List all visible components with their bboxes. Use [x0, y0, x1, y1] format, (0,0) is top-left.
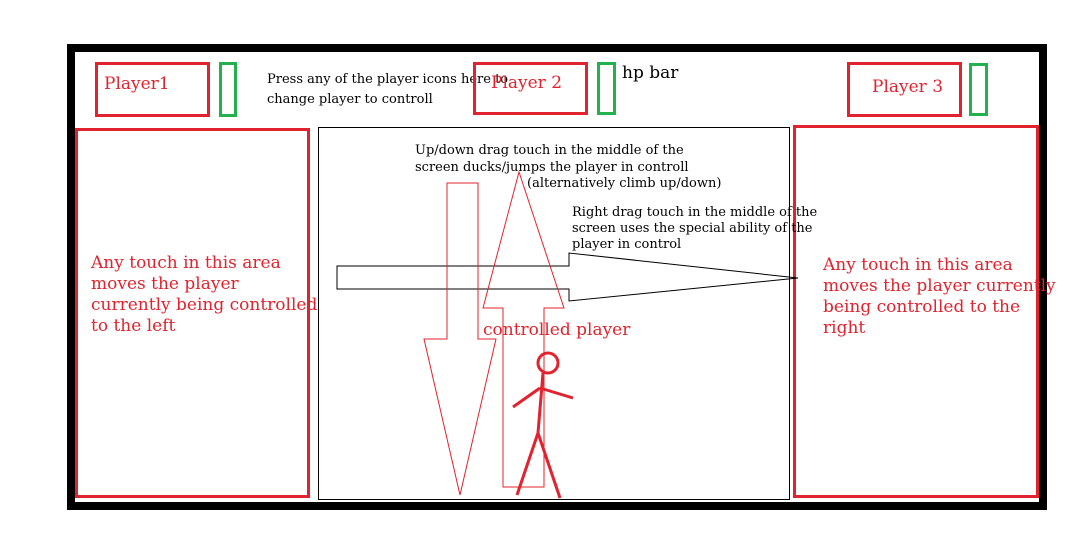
controlled-player-label: controlled player: [483, 320, 631, 340]
left-zone-text-line4: to the left: [91, 316, 176, 336]
player2-button[interactable]: [473, 62, 588, 115]
right-drag-instruction-line1: Right drag touch in the middle of the: [572, 205, 818, 220]
down-drag-arrow: [423, 182, 497, 496]
right-touch-zone[interactable]: [793, 125, 1039, 498]
right-zone-text-line2: moves the player currently: [823, 276, 1056, 296]
updown-instruction-alt: (alternatively climb up/down): [527, 176, 722, 191]
player3-button[interactable]: [847, 62, 962, 117]
player1-hp-bar: [219, 62, 237, 117]
player3-label: Player 3: [872, 77, 944, 97]
player-select-instruction-line1: Press any of the player icons here to: [267, 72, 509, 87]
player1-button[interactable]: [95, 62, 210, 117]
hp-bar-label: hp bar: [622, 63, 679, 83]
player2-label: Player 2: [491, 73, 563, 93]
player1-label: Player1: [104, 74, 170, 94]
up-drag-arrow: [482, 170, 565, 488]
updown-instruction-line1: Up/down drag touch in the middle of the: [415, 143, 684, 158]
left-zone-text-line3: currently being controlled: [91, 295, 318, 315]
right-zone-text-line1: Any touch in this area: [823, 255, 1013, 275]
right-drag-instruction-line2: screen uses the special ability of the: [572, 221, 813, 236]
left-zone-text-line1: Any touch in this area: [91, 253, 281, 273]
updown-instruction-line2: screen ducks/jumps the player in control…: [415, 160, 689, 175]
right-zone-text-line3: being controlled to the: [823, 297, 1021, 317]
right-zone-text-line4: right: [823, 318, 866, 338]
left-touch-zone[interactable]: [75, 128, 310, 498]
player-select-instruction-line2: change player to controll: [267, 92, 433, 107]
right-drag-arrow: [336, 252, 799, 302]
player3-hp-bar: [969, 63, 988, 116]
controlled-player-figure: [512, 351, 574, 499]
left-zone-text-line2: moves the player: [91, 274, 239, 294]
player2-hp-bar: [597, 62, 616, 115]
right-drag-instruction-line3: player in control: [572, 237, 682, 252]
center-gesture-zone[interactable]: [318, 127, 790, 500]
